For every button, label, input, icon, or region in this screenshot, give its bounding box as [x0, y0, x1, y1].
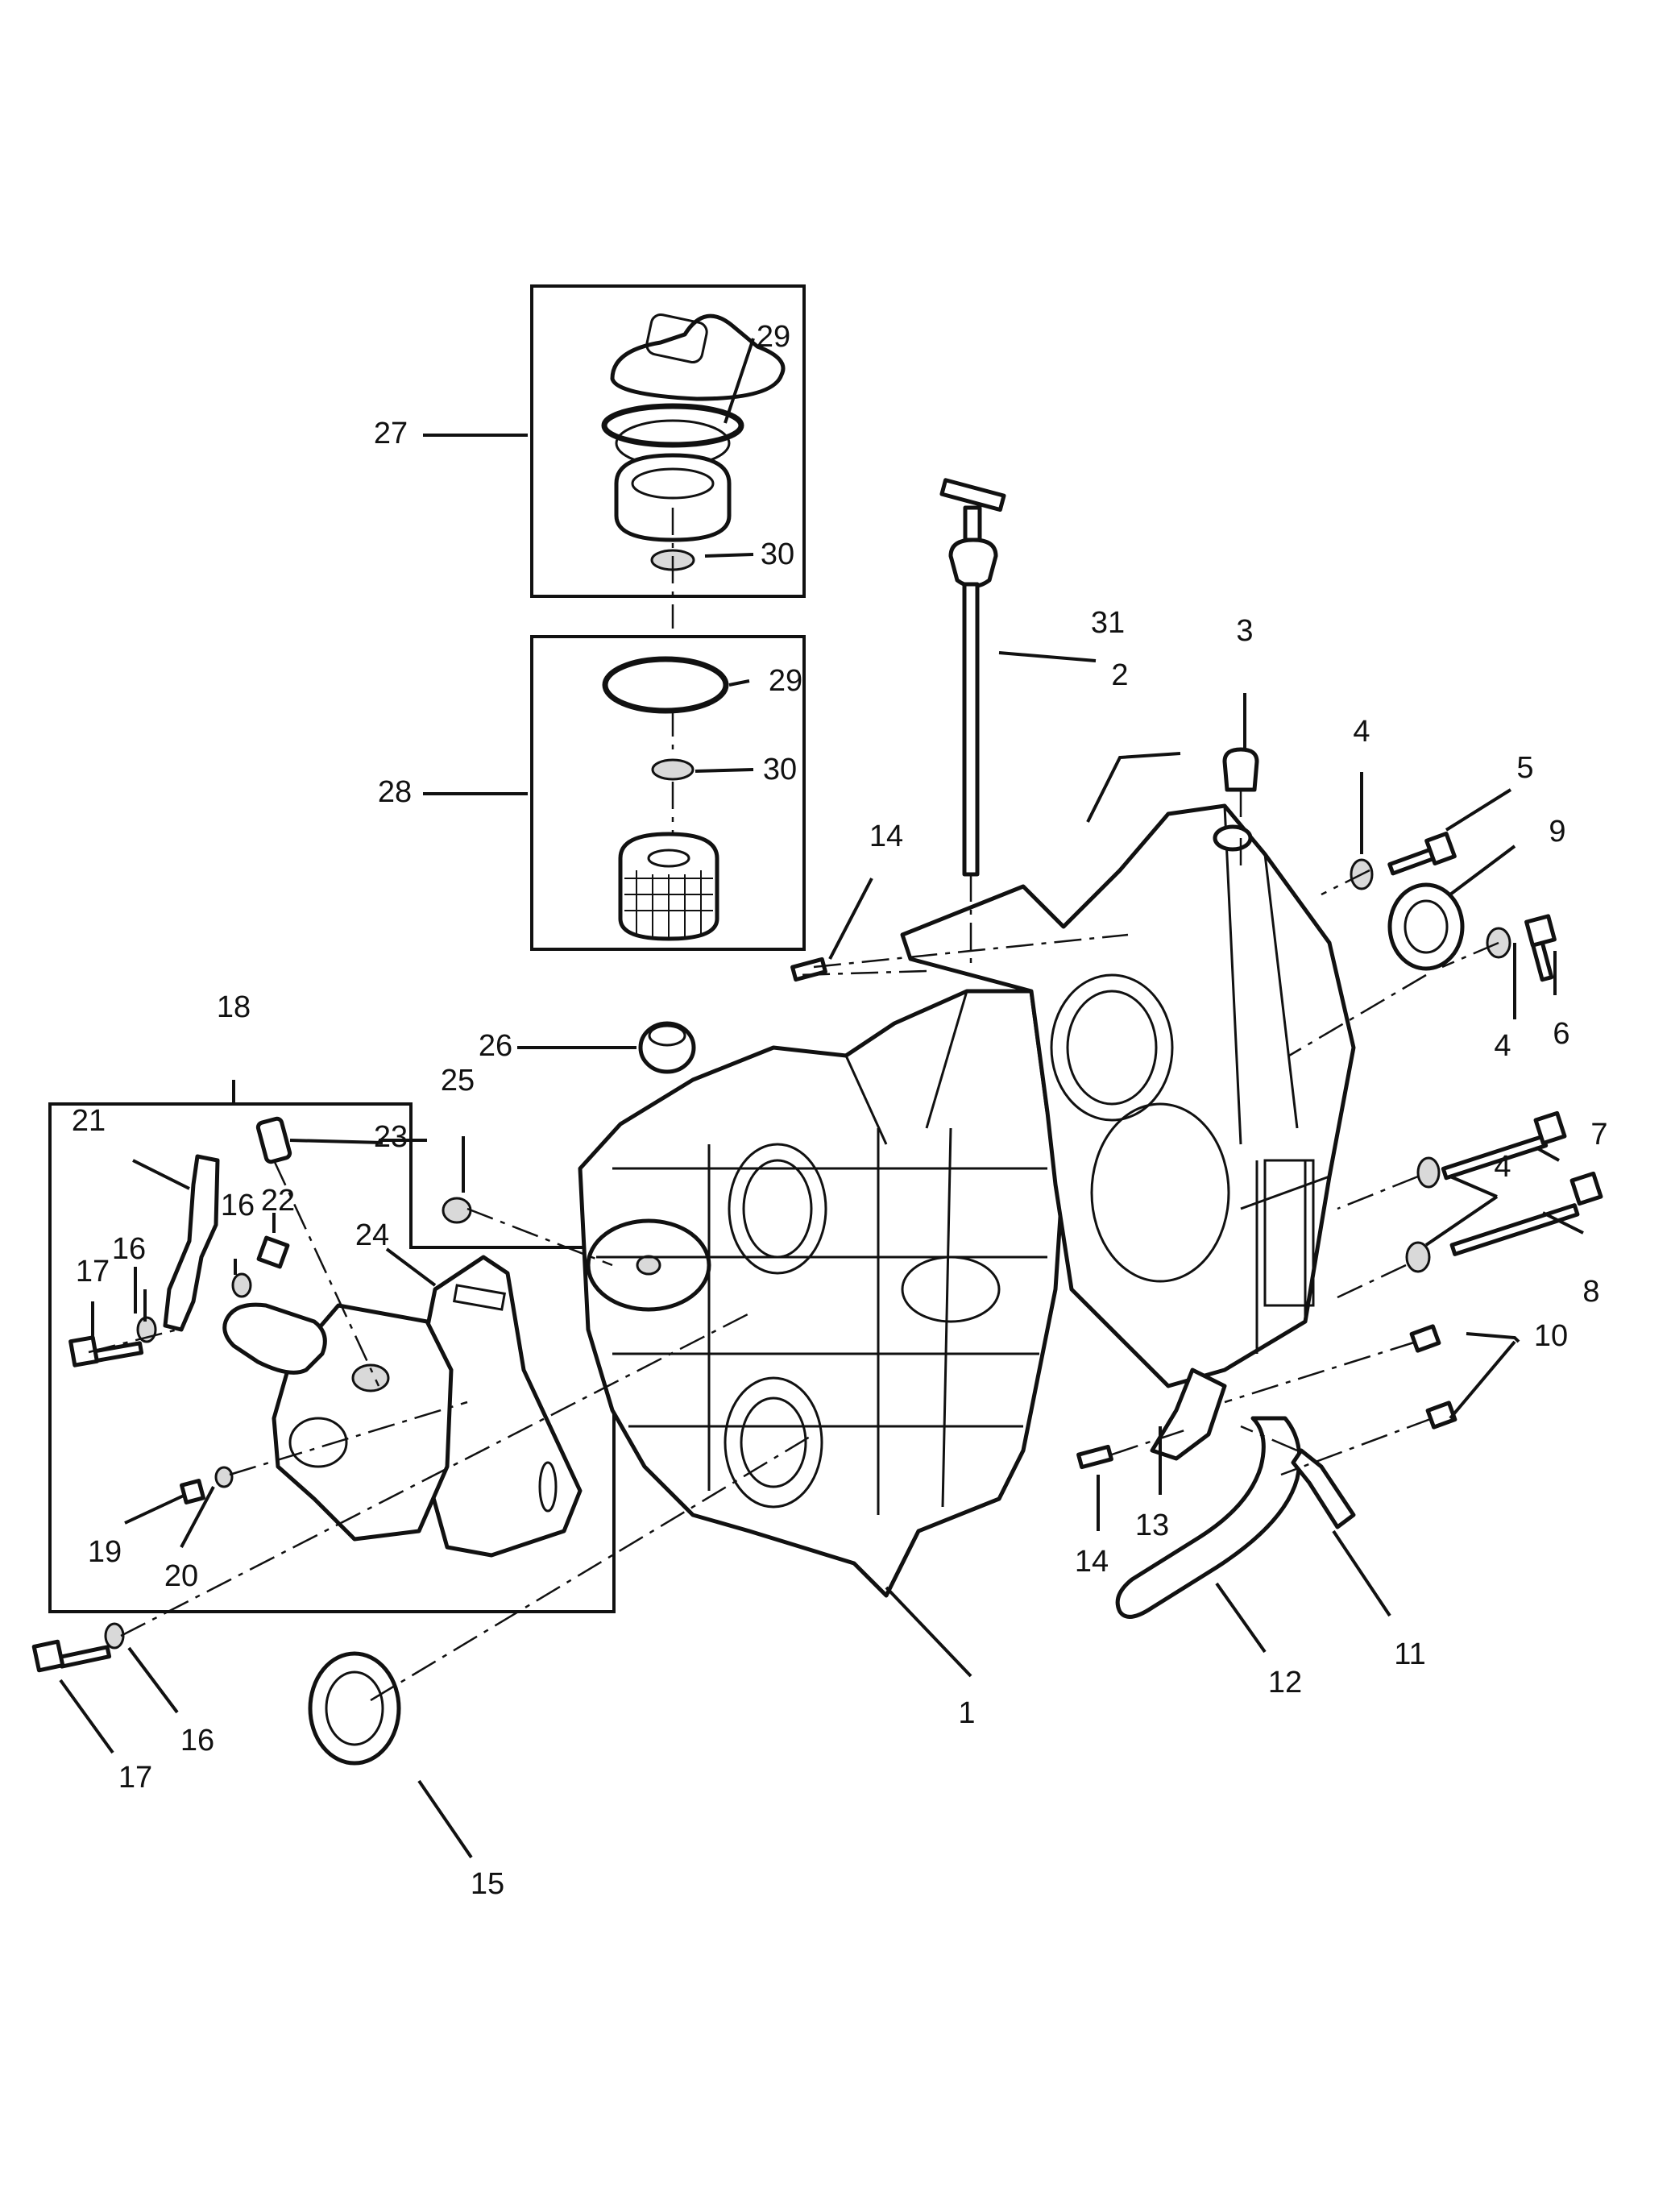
callout-17-upper: 17	[76, 1255, 110, 1289]
seal-15	[308, 1651, 401, 1766]
washer-20	[214, 1466, 234, 1488]
bushing-26	[638, 1021, 696, 1074]
bolt-17-lower	[31, 1639, 112, 1673]
bolt-6	[1524, 914, 1557, 982]
washer-16-lower	[104, 1622, 125, 1650]
callout-28: 28	[378, 775, 412, 809]
callout-3: 3	[1236, 614, 1253, 648]
inset-box-filter	[530, 635, 806, 951]
assembly-lines	[88, 508, 1499, 1702]
callout-16-lower: 16	[180, 1724, 214, 1758]
callout-6: 6	[1553, 1017, 1569, 1051]
callout-25: 25	[441, 1064, 475, 1098]
callout-12: 12	[1268, 1666, 1302, 1699]
callout-15: 15	[471, 1867, 504, 1901]
callout-10: 10	[1534, 1319, 1568, 1353]
callout-4-top: 4	[1353, 715, 1370, 749]
bolt-7	[1441, 1110, 1567, 1181]
callout-26: 26	[479, 1029, 512, 1063]
callout-14-bottom: 14	[1075, 1545, 1109, 1579]
callout-1: 1	[958, 1696, 975, 1730]
callout-30-top: 30	[761, 537, 794, 571]
callout-31: 31	[1091, 606, 1125, 640]
callout-4-lower: 4	[1494, 1150, 1511, 1184]
callout-16-left: 16	[112, 1232, 146, 1266]
sensor-23	[255, 1116, 292, 1164]
callout-27: 27	[374, 417, 408, 450]
seal-15-inner	[325, 1670, 384, 1746]
callout-23: 23	[374, 1120, 408, 1154]
callout-2: 2	[1111, 658, 1128, 692]
callout-21: 21	[72, 1104, 106, 1138]
hose-12	[1115, 1416, 1302, 1619]
seal-25	[442, 1197, 472, 1224]
washer-16-inner	[231, 1272, 252, 1298]
callout-24: 24	[355, 1218, 389, 1252]
transmission-housing-front	[578, 989, 1066, 1598]
hose-clamp-11	[1291, 1448, 1356, 1529]
nut-22	[256, 1235, 290, 1269]
callout-11: 11	[1394, 1637, 1425, 1671]
screw-19	[180, 1479, 205, 1504]
snap-ring-30-bottom	[651, 758, 695, 781]
callout-19: 19	[88, 1535, 122, 1569]
seal-9	[1387, 882, 1465, 971]
callout-20: 20	[164, 1559, 198, 1593]
callout-29-top: 29	[757, 320, 790, 354]
bolt-17-upper	[68, 1335, 144, 1367]
fitting-10-upper	[1409, 1324, 1441, 1353]
oil-filter-element	[618, 832, 719, 941]
callout-30-bottom: 30	[763, 753, 797, 786]
bracket-13	[1150, 1367, 1227, 1461]
transmission-housing-rear	[900, 803, 1356, 1388]
callout-16-inner: 16	[221, 1189, 255, 1222]
bolt-5	[1387, 831, 1457, 876]
seal-9-inner	[1404, 899, 1449, 954]
pump-body	[222, 1302, 454, 1542]
washer-4-bottom	[1405, 1241, 1431, 1273]
bolt-8	[1449, 1171, 1603, 1256]
callout-14-top: 14	[869, 820, 903, 853]
callout-18: 18	[217, 990, 251, 1024]
dowel-pin-14-bottom	[1076, 1444, 1113, 1470]
filler-cap	[610, 313, 786, 571]
callout-13: 13	[1135, 1509, 1169, 1542]
plug-3	[1222, 747, 1259, 792]
callout-29-bottom: 29	[769, 664, 802, 698]
bushing-26-inner	[648, 1024, 686, 1047]
callout-22: 22	[261, 1184, 295, 1218]
leader-lines	[59, 338, 1584, 1859]
callout-5: 5	[1516, 751, 1533, 785]
callout-8: 8	[1582, 1275, 1599, 1309]
dowel-pin-14-top	[790, 957, 827, 982]
washer-4-lower	[1416, 1156, 1441, 1189]
callout-17-lower: 17	[118, 1761, 152, 1795]
callout-9: 9	[1549, 815, 1565, 849]
inset-box-filler-cap	[530, 284, 806, 598]
callout-7: 7	[1590, 1118, 1607, 1152]
bracket-21	[163, 1154, 220, 1332]
dipstick	[939, 478, 1006, 877]
o-ring-29-top	[601, 403, 744, 448]
callout-4-mid: 4	[1494, 1029, 1511, 1063]
o-ring-29-bottom	[602, 656, 729, 714]
